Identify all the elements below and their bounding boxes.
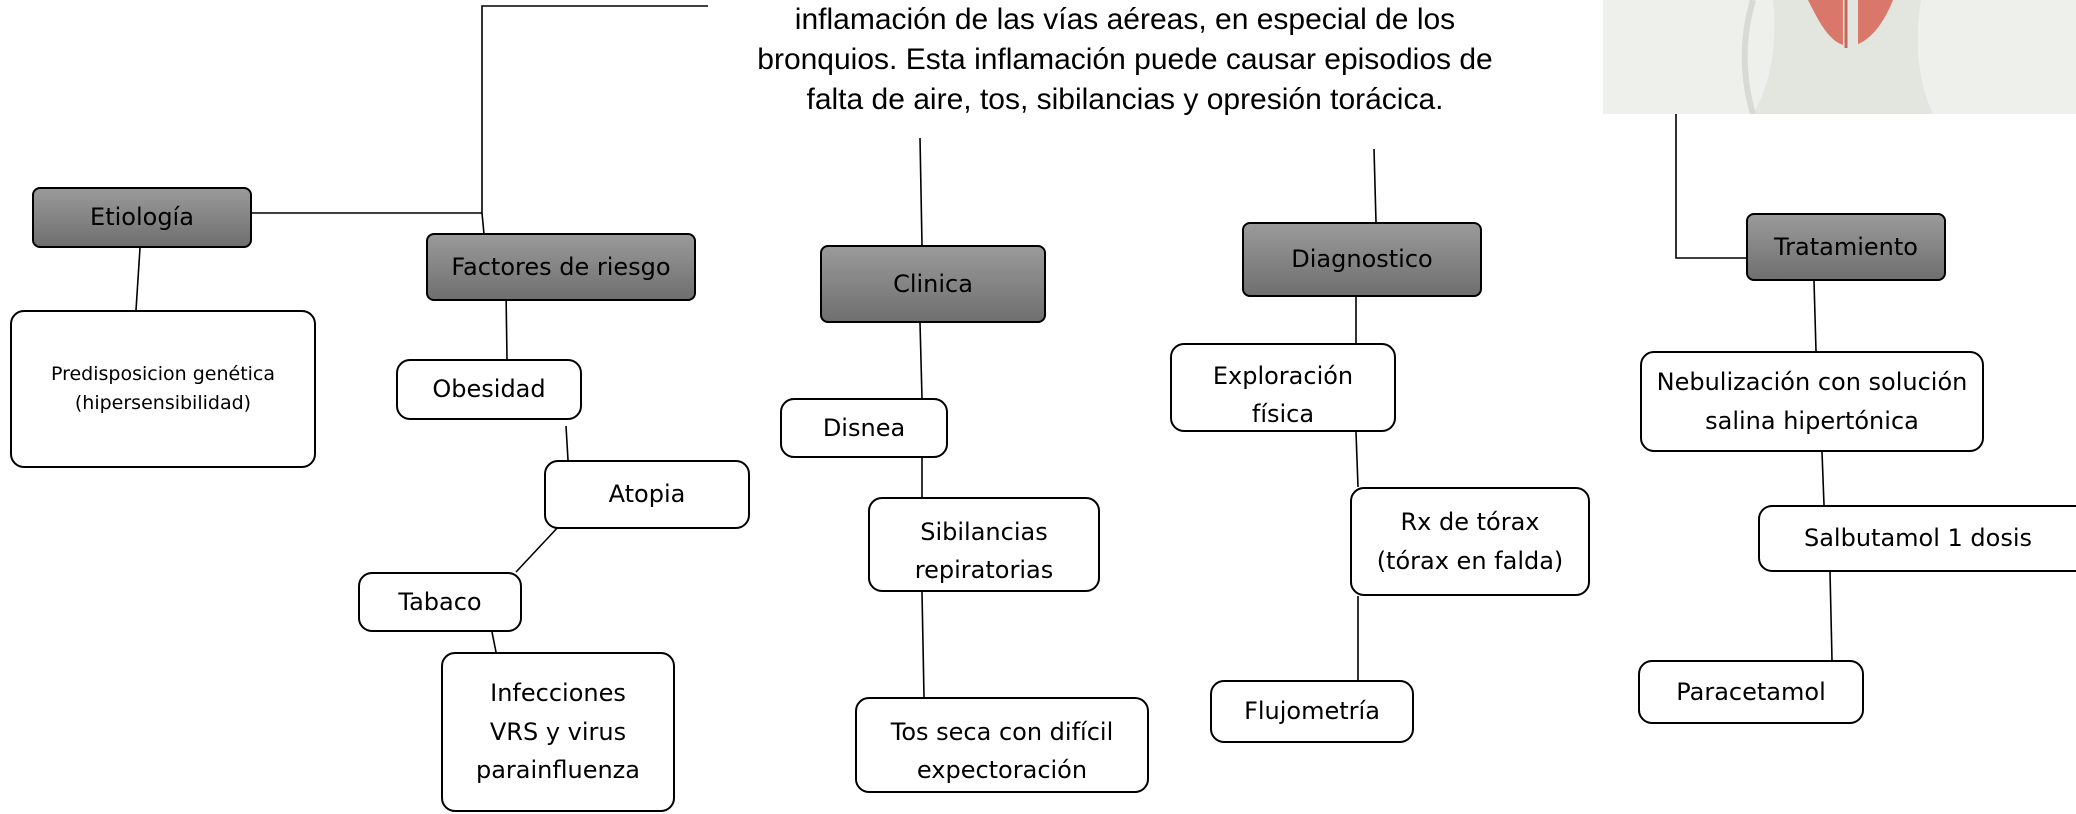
tratamiento-item-salbutamol: Salbutamol 1 dosis (1758, 505, 2076, 572)
factores-header: Factores de riesgo (426, 233, 696, 301)
factores-item-infecciones: Infecciones VRS y virus parainfluenza (441, 652, 675, 812)
clinica-item-tos: Tos seca con difícil expectoración (855, 697, 1149, 793)
tratamiento-item-paracetamol: Paracetamol (1638, 660, 1864, 724)
etiologia-item-predisposicion: Predisposicion genética (hipersensibilid… (10, 310, 316, 468)
diagnostico-item-exploracion: Exploración física (1170, 343, 1396, 432)
tratamiento-item-nebulizacion: Nebulización con solución salina hipertó… (1640, 351, 1984, 452)
intro-paragraph: inflamación de las vías aéreas, en espec… (757, 3, 1493, 116)
diagnostico-item-flujometria: Flujometría (1210, 680, 1414, 743)
diagnostico-item-rx: Rx de tórax (tórax en falda) (1350, 487, 1590, 596)
lungs-illustration (1603, 0, 2076, 114)
diagnostico-header: Diagnostico (1242, 222, 1482, 297)
tratamiento-header: Tratamiento (1746, 213, 1946, 281)
clinica-item-sibilancias: Sibilancias repiratorias (868, 497, 1100, 592)
clinica-header: Clinica (820, 245, 1046, 323)
etiologia-header: Etiología (32, 187, 252, 248)
factores-item-obesidad: Obesidad (396, 359, 582, 420)
clinica-item-disnea: Disnea (780, 398, 948, 458)
factores-item-atopia: Atopia (544, 460, 750, 529)
factores-item-tabaco: Tabaco (358, 572, 522, 632)
